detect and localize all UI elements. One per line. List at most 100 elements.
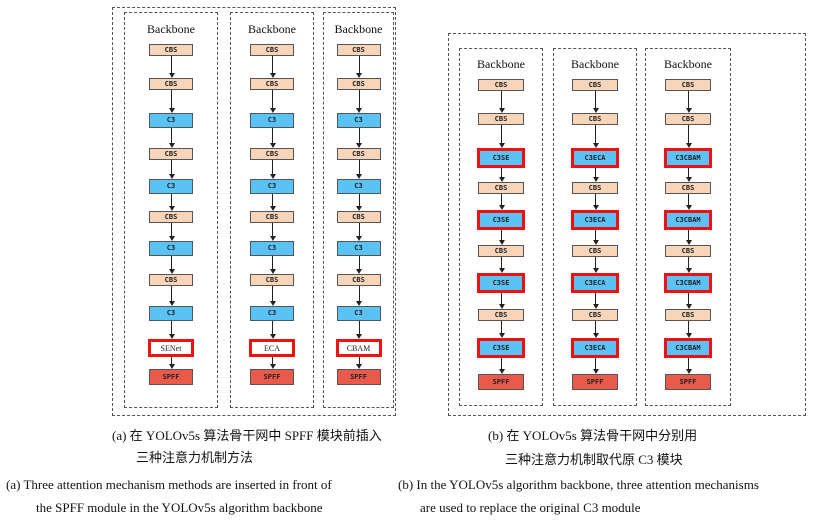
arrow-line [688, 321, 689, 334]
arrow-line [501, 125, 502, 144]
arrow-line [272, 56, 273, 74]
block-cbs: CBS [336, 44, 381, 56]
arrow-head-icon [269, 269, 276, 274]
block-c3eca: C3ECA [571, 273, 619, 293]
block-cbs: CBS [149, 78, 193, 90]
block-c3: C3 [149, 305, 193, 321]
arrow-line [272, 286, 273, 302]
arrow-head-icon [592, 268, 599, 273]
arrow-line [688, 194, 689, 206]
arrow-head-icon [592, 333, 599, 338]
arrow-line [501, 321, 502, 334]
arrow-head-icon [685, 205, 692, 210]
block-c3se: C3SE [477, 338, 525, 358]
block-cbs: CBS [250, 211, 294, 223]
arrow-head-icon [592, 304, 599, 309]
arrow-line [688, 125, 689, 144]
arrow-line [171, 286, 172, 302]
arrow-head-icon [168, 206, 175, 211]
arrow-line [358, 193, 360, 207]
block-c3: C3 [336, 112, 381, 128]
b-column-title: Backbone [477, 57, 525, 71]
block-spff: SPFF [336, 369, 381, 385]
block-cbs: CBS [478, 245, 524, 257]
arrow-line [501, 293, 502, 305]
block-spff: SPFF [149, 369, 193, 385]
caption-a-en-1: (a) Three attention mechanism methods ar… [6, 477, 332, 492]
arrow-line [358, 320, 360, 335]
arrow-head-icon [685, 108, 692, 113]
arrow-head-icon [356, 364, 362, 369]
arrow-line [595, 257, 596, 269]
caption-b-en-2: are used to replace the original C3 modu… [420, 500, 641, 515]
arrow-head-icon [269, 143, 276, 148]
block-cbs: CBS [336, 78, 381, 90]
arrow-line [171, 255, 172, 270]
block-c3cbam: C3CBAM [664, 273, 712, 293]
arrow-line [688, 168, 689, 178]
b-column-title: Backbone [571, 57, 619, 71]
arrow-line [358, 255, 360, 270]
block-eca: ECA [249, 339, 295, 357]
arrow-line [595, 293, 596, 305]
caption-b-cn-2: 三种注意力机制取代原 C3 模块 [505, 452, 683, 467]
arrow-line [272, 255, 273, 270]
arrow-head-icon [498, 268, 505, 273]
arrow-head-icon [592, 240, 599, 245]
arrow-line [358, 160, 360, 175]
arrow-line [501, 230, 502, 241]
arrow-line [595, 358, 596, 370]
block-c3: C3 [149, 178, 193, 194]
block-cbs: CBS [665, 182, 711, 194]
arrow-line [501, 194, 502, 206]
arrow-head-icon [592, 177, 599, 182]
panel-b-frame [448, 33, 806, 416]
arrow-head-icon [356, 173, 362, 179]
arrow-line [171, 160, 172, 175]
block-c3: C3 [149, 112, 193, 128]
arrow-head-icon [356, 206, 362, 211]
caption-a-cn-2: 三种注意力机制方法 [136, 450, 254, 465]
arrow-head-icon [685, 333, 692, 338]
block-cbs: CBS [336, 148, 381, 160]
block-cbs: CBS [336, 274, 381, 286]
arrow-line [171, 90, 172, 109]
b-column-title: Backbone [664, 57, 712, 71]
arrow-head-icon [168, 364, 175, 369]
arrow-head-icon [168, 334, 175, 339]
arrow-head-icon [498, 369, 505, 374]
block-cbs: CBS [149, 274, 193, 286]
arrow-line [171, 357, 172, 365]
block-c3: C3 [250, 178, 294, 194]
arrow-line [595, 168, 596, 178]
arrow-line [595, 321, 596, 334]
arrow-head-icon [356, 300, 362, 306]
arrow-head-icon [356, 235, 362, 241]
block-cbs: CBS [572, 79, 618, 91]
arrow-head-icon [592, 369, 599, 374]
block-cbs: CBS [336, 211, 381, 223]
block-c3: C3 [336, 305, 381, 321]
arrow-head-icon [498, 177, 505, 182]
block-c3: C3 [250, 112, 294, 128]
block-cbs: CBS [572, 182, 618, 194]
arrow-line [171, 127, 172, 144]
arrow-head-icon [498, 108, 505, 113]
arrow-line [688, 358, 689, 370]
arrow-head-icon [168, 173, 175, 179]
arrow-head-icon [592, 205, 599, 210]
block-c3: C3 [149, 240, 193, 256]
caption-b-en-1: (b) In the YOLOv5s algorithm backbone, t… [398, 477, 759, 492]
arrow-line [272, 160, 273, 175]
block-c3eca: C3ECA [571, 210, 619, 230]
arrow-head-icon [168, 73, 175, 78]
arrow-line [688, 91, 689, 109]
arrow-head-icon [356, 334, 362, 339]
block-cbs: CBS [250, 44, 294, 56]
block-cbs: CBS [665, 79, 711, 91]
arrow-line [171, 56, 172, 74]
arrow-head-icon [269, 235, 276, 241]
block-cbs: CBS [478, 182, 524, 194]
block-c3se: C3SE [477, 273, 525, 293]
block-c3se: C3SE [477, 210, 525, 230]
